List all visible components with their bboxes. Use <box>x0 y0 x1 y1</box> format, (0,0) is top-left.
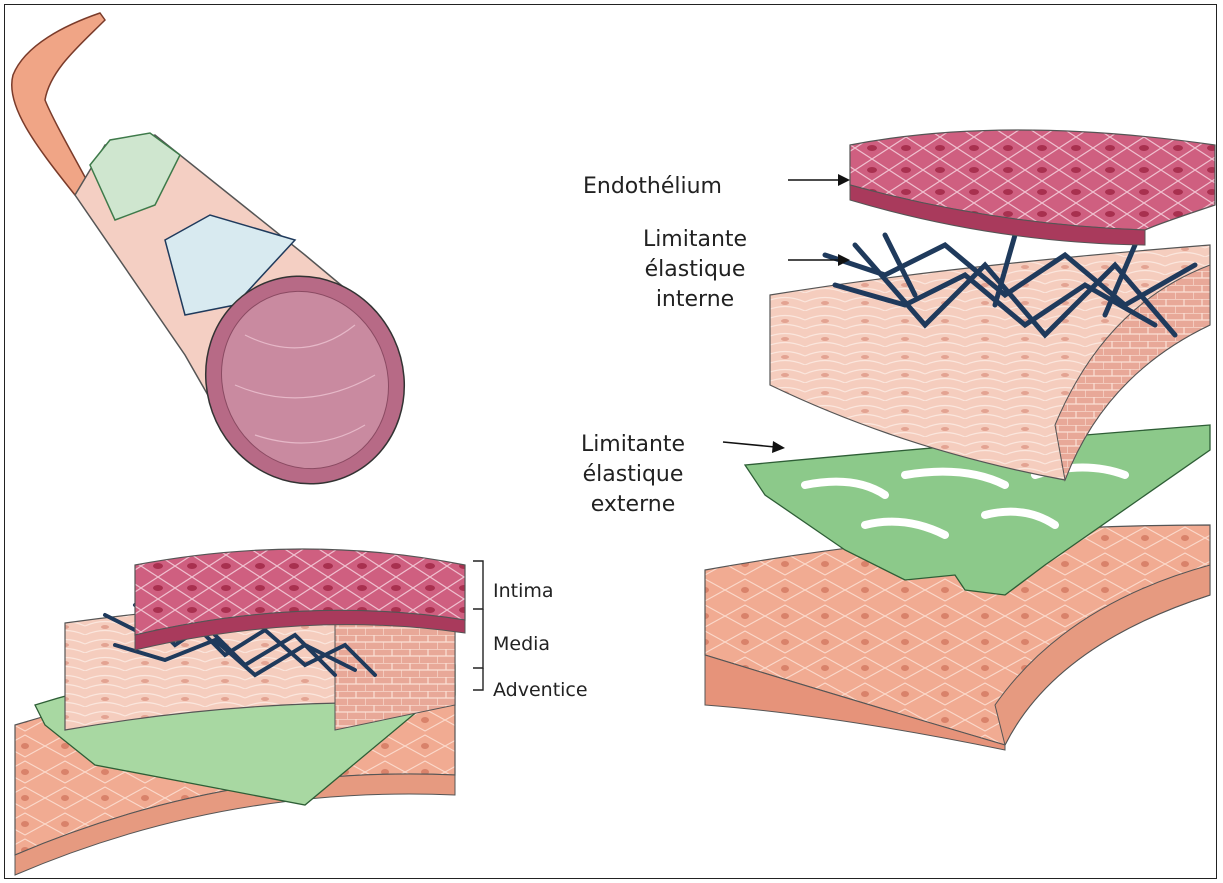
label-external-elastic-lamina: Limitante élastique externe <box>563 430 703 520</box>
artery-tube <box>12 13 438 517</box>
label-internal-elastic-lamina: Limitante élastique interne <box>625 225 765 315</box>
label-internal-line-1: Limitante <box>625 225 765 255</box>
label-intima: Intima <box>493 579 554 603</box>
figure-frame: Endothélium Limitante élastique interne … <box>4 4 1217 879</box>
label-external-line-2: élastique <box>563 460 703 490</box>
label-external-line-1: Limitante <box>563 430 703 460</box>
layer-brackets <box>473 561 483 690</box>
label-media: Media <box>493 632 550 656</box>
label-internal-line-3: interne <box>625 285 765 315</box>
label-external-line-3: externe <box>563 490 703 520</box>
label-internal-line-2: élastique <box>625 255 765 285</box>
label-adventice: Adventice <box>493 678 588 702</box>
label-endothelium: Endothélium <box>583 172 722 202</box>
layer-stack-small <box>15 549 465 875</box>
layer-stack-exploded <box>705 130 1215 750</box>
